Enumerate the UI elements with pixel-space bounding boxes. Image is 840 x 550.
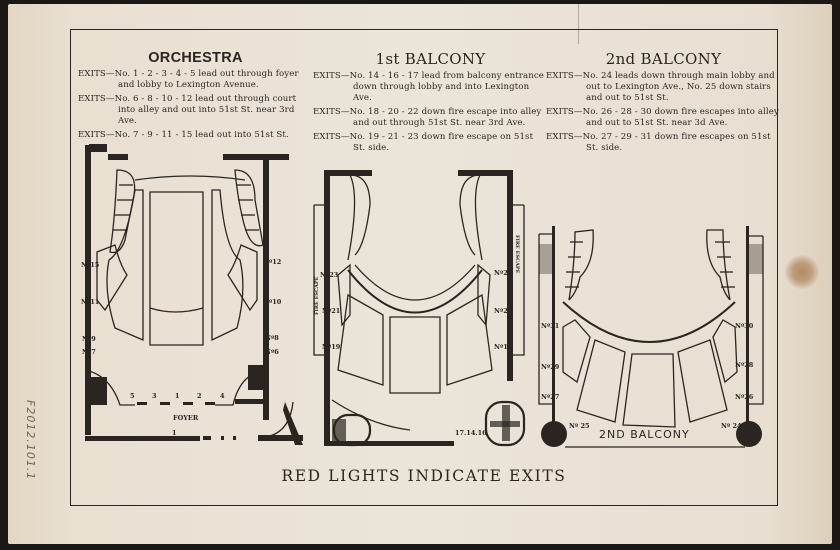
- section-title: ORCHESTRA: [148, 50, 243, 66]
- door-number: 3: [152, 392, 157, 400]
- section-2nd-balcony: 2nd BALCONY EXITS—No. 24 leads down thro…: [546, 50, 781, 157]
- paper-stain: [785, 255, 819, 289]
- border-frame: [70, 29, 778, 506]
- stair-label: Nº 24: [721, 422, 742, 430]
- footer-notice: RED LIGHTS INDICATE EXITS: [281, 467, 567, 485]
- exit-label: Nº31: [541, 322, 559, 330]
- exit-label: Nº7: [82, 348, 96, 356]
- second-balcony-floor-plan: Nº31 Nº29 Nº27 Nº30 Nº28 Nº26 Nº 25 Nº 2…: [538, 226, 764, 448]
- exit-label: Nº8: [265, 334, 279, 342]
- section-title: 1st BALCONY: [375, 50, 486, 68]
- exit-text: EXITS—No. 24 leads down through main lob…: [546, 71, 775, 103]
- exit-text: EXITS—No. 7 - 9 - 11 - 15 lead out into …: [78, 130, 289, 140]
- door-number: 4: [220, 392, 225, 400]
- program-page: [8, 4, 832, 544]
- exit-label: Nº20: [494, 307, 513, 315]
- exit-label: Nº15: [81, 261, 100, 269]
- entrance-label: 17.14.16: [455, 429, 487, 437]
- exit-label: Nº26: [735, 393, 754, 401]
- exit-text: EXITS—No. 1 - 2 - 3 - 4 - 5 lead out thr…: [78, 69, 299, 90]
- exit-text: EXITS—No. 26 - 28 - 30 down fire escapes…: [546, 107, 779, 128]
- catalog-number: F2012.101.1: [24, 400, 37, 481]
- exit-text: EXITS—No. 14 - 16 - 17 lead from balcony…: [313, 71, 544, 103]
- door-number: 2: [197, 392, 202, 400]
- first-balcony-floor-plan: Nº23 Nº21 Nº19 Nº22 Nº20 Nº18 FIRE ESCAP…: [313, 170, 526, 447]
- exit-label: Nº21: [322, 307, 340, 315]
- exit-text: EXITS—No. 18 - 20 - 22 down fire escape …: [313, 107, 542, 128]
- exit-label: Nº12: [263, 258, 281, 266]
- fire-escape-label: FIRE ESCAPE: [514, 235, 520, 274]
- exit-label: Nº19: [322, 343, 341, 351]
- exit-label: Nº10: [263, 298, 282, 306]
- paper-fold: [578, 4, 579, 44]
- exit-label: Nº30: [735, 322, 754, 330]
- exit-label: Nº6: [265, 348, 279, 356]
- section-title: 2nd BALCONY: [605, 50, 722, 68]
- door-number: 1: [175, 392, 180, 400]
- stair-label: Nº 25: [569, 422, 590, 430]
- foyer-label: FOYER: [173, 414, 199, 422]
- exit-label: Nº9: [82, 335, 96, 343]
- section-orchestra: ORCHESTRA EXITS—No. 1 - 2 - 3 - 4 - 5 le…: [78, 50, 313, 144]
- door-number: 5: [130, 392, 135, 400]
- section-1st-balcony: 1st BALCONY EXITS—No. 14 - 16 - 17 lead …: [313, 50, 548, 157]
- exit-label: Nº27: [541, 393, 559, 401]
- exit-label: Nº23: [320, 271, 339, 279]
- balcony-caption: 2ND BALCONY: [599, 428, 690, 441]
- fire-escape-label: FIRE ESCAPE: [314, 276, 320, 315]
- exit-label: Nº18: [494, 343, 513, 351]
- exit-label: Nº22: [494, 269, 512, 277]
- exit-text: EXITS—No. 6 - 8 - 10 - 12 lead out throu…: [78, 94, 297, 126]
- exit-label: Nº11: [81, 298, 99, 306]
- exit-label: Nº28: [735, 361, 754, 369]
- orchestra-floor-plan: Nº15 Nº11 Nº9 Nº7 Nº12 Nº10 Nº8 Nº6 5 3 …: [81, 144, 303, 445]
- exit-text: EXITS—No. 19 - 21 - 23 down fire escape …: [313, 132, 534, 153]
- exit-text: EXITS—No. 27 - 29 - 31 down fire escapes…: [546, 132, 771, 153]
- exit-label: Nº29: [541, 363, 560, 371]
- door-number: 1: [172, 429, 177, 437]
